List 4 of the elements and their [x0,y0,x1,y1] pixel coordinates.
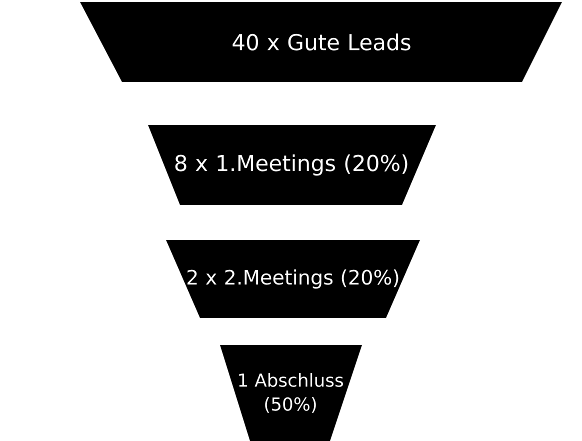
funnel-stage: 8 x 1.Meetings (20%) [148,124,436,205]
funnel-stage: 2 x 2.Meetings (20%) [166,240,420,318]
funnel-stage: 40 x Gute Leads [80,2,562,82]
funnel-stage: 1 Abschluss (50%) [220,344,362,441]
